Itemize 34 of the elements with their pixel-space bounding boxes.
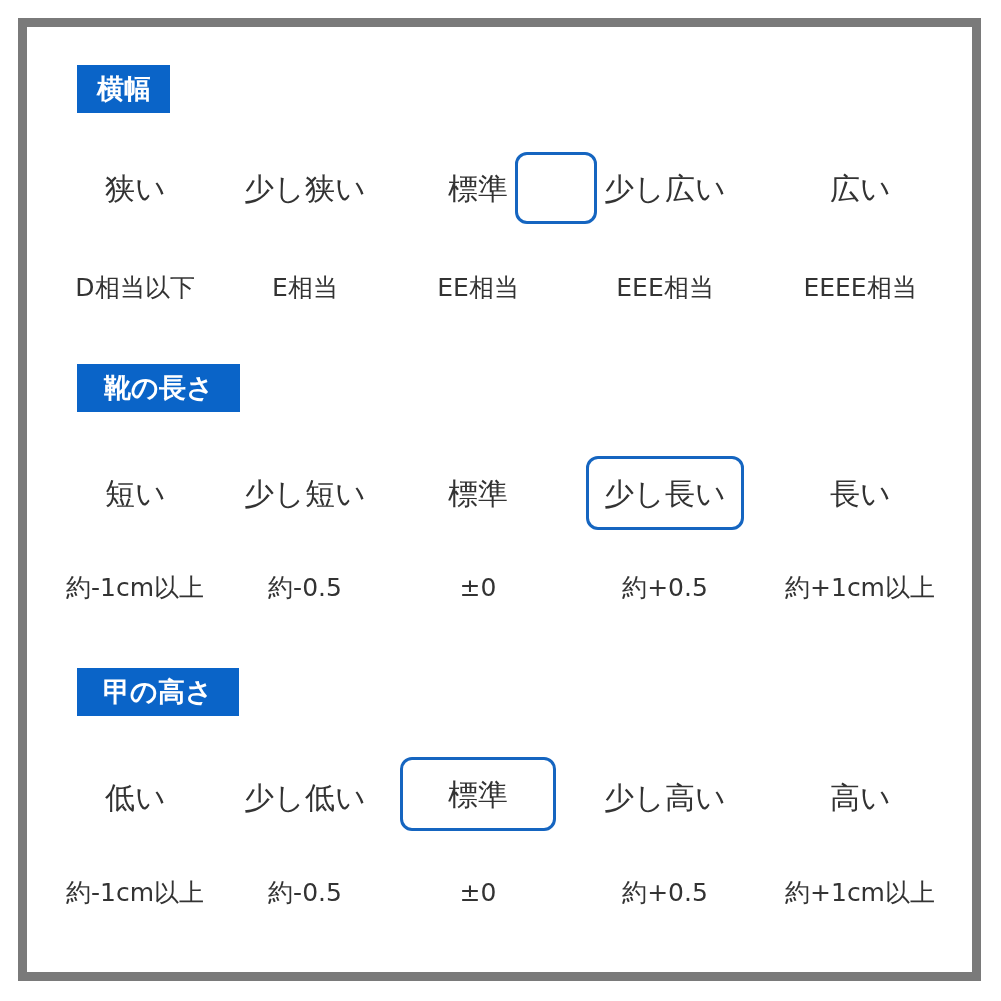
level-label: 標準 — [448, 169, 508, 208]
measure-label: 約+0.5 — [622, 572, 708, 605]
measure-label: ±0 — [459, 877, 497, 910]
measure-label: 約-0.5 — [268, 572, 342, 605]
section-heading: 横幅 — [77, 65, 170, 113]
measure-label: 約+1cm以上 — [785, 572, 935, 605]
level-label: 少し短い — [244, 474, 366, 513]
measure-label: EEE相当 — [616, 272, 714, 305]
level-label: 狭い — [104, 169, 166, 208]
measure-label: 約-1cm以上 — [66, 877, 204, 910]
level-label: 少し低い — [244, 778, 366, 817]
level-label: 短い — [104, 474, 166, 513]
level-label: 少し広い — [604, 169, 726, 208]
highlight-frame: 少し長い — [586, 456, 744, 530]
level-label: 広い — [829, 169, 891, 208]
highlight-frame: 標準 — [400, 757, 556, 831]
measure-label: 約+1cm以上 — [785, 877, 935, 910]
level-label: 少し高い — [604, 778, 726, 817]
level-label: 高い — [829, 778, 891, 817]
measure-label: D相当以下 — [75, 272, 195, 305]
measure-label: E相当 — [272, 272, 338, 305]
level-label: 長い — [829, 474, 891, 513]
measure-label: EE相当 — [437, 272, 519, 305]
measure-label: 約+0.5 — [622, 877, 708, 910]
measure-label: ±0 — [459, 572, 497, 605]
measure-label: 約-1cm以上 — [66, 572, 204, 605]
measure-label: 約-0.5 — [268, 877, 342, 910]
level-label: 少し狭い — [244, 169, 366, 208]
level-label: 標準 — [448, 474, 508, 513]
section-heading: 靴の長さ — [77, 364, 240, 412]
highlight-frame — [515, 152, 597, 224]
measure-label: EEEE相当 — [803, 272, 917, 305]
level-label: 低い — [104, 778, 166, 817]
section-heading: 甲の高さ — [77, 668, 239, 716]
